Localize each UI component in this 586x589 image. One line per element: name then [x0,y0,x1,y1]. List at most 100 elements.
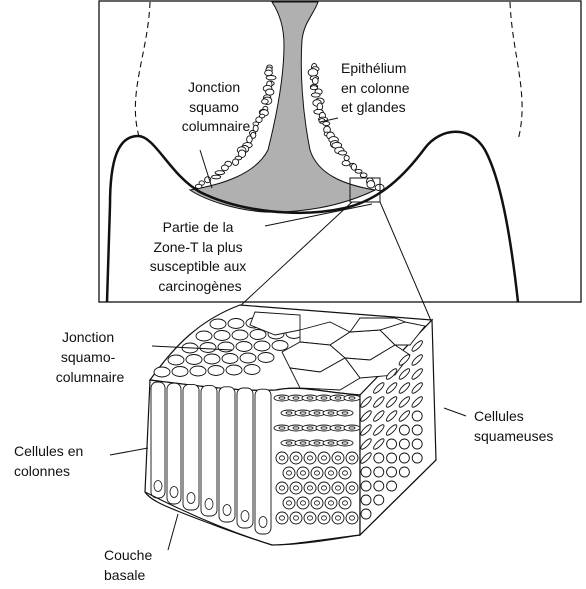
gland [215,171,225,175]
columnar-cell-top [186,355,202,365]
leader-columnar [110,448,148,455]
squamous-cell-nucleus [350,486,355,490]
gland [367,181,375,188]
gland [262,99,269,104]
gland [247,136,253,143]
leader-squamous [444,408,466,416]
squamous-cell-nucleus [315,501,320,505]
squamous-cell-nucleus [322,516,327,520]
squamous-cell-nucleus [314,412,320,414]
columnar-cell [201,386,217,516]
squamous-side-cell [399,453,409,463]
top-panel: Jonction squamo columnaire Epithélium en… [99,1,581,302]
squamous-cell-nucleus [300,412,306,414]
columnar-cell-top [196,331,212,341]
squamous-cell-nucleus [280,456,285,460]
label-sq-junction-top: Jonction squamo columnaire [182,79,251,134]
squamous-side-cell [387,439,397,449]
columnar-cell-nucleus [259,517,267,528]
columnar-cell-top [210,319,226,329]
squamous-cell-nucleus [343,471,348,475]
label-basal: Couche basale [104,547,156,583]
columnar-cell-top [250,330,266,340]
gland [312,78,318,85]
squamous-side-cell [387,467,397,477]
squamous-cell-nucleus [321,427,327,429]
squamous-cell-nucleus [308,456,313,460]
squamous-side-cell [374,453,384,463]
squamous-cell-nucleus [342,442,348,444]
gland [195,184,202,188]
columnar-cell [219,387,235,522]
squamous-side-cell [361,481,371,491]
squamous-side-cell [374,481,384,491]
squamous-side-cell [399,439,409,449]
squamous-cell-nucleus [314,442,320,444]
squamous-cell-nucleus [279,427,285,429]
columnar-cell-top [226,365,242,375]
squamous-cell-nucleus [322,486,327,490]
squamous-cell-nucleus [350,456,355,460]
gland [212,175,221,179]
label-epithelium: Epithélium en colonne et glandes [341,60,413,115]
gland [351,164,356,171]
columnar-cell-top [240,353,256,363]
columnar-cell [237,388,253,528]
squamous-cell-nucleus [279,397,285,399]
squamous-cell-nucleus [280,486,285,490]
columnar-cell-top [204,354,220,364]
columnar-cell [167,383,181,504]
squamous-side-cell [412,425,422,435]
gland [311,93,320,97]
squamous-side-cell [374,495,384,505]
gland [308,69,318,76]
columnar-cell-nucleus [170,487,178,498]
gland [266,76,276,80]
squamous-cell-nucleus [308,516,313,520]
squamous-cell-nucleus [294,516,299,520]
squamous-cell-nucleus [336,486,341,490]
squamous-side-cell [361,495,371,505]
gland [344,155,349,160]
squamous-side-cell [412,453,422,463]
columnar-cell-top [232,330,248,340]
squamous-side-cell [399,425,409,435]
squamous-cell-nucleus [301,501,306,505]
squamous-cell-nucleus [287,471,292,475]
columnar-cell-top [168,355,184,365]
squamous-cell-nucleus [294,456,299,460]
squamous-side-cell [412,411,422,421]
columnar-cell-nucleus [154,481,162,492]
squamous-cell-nucleus [329,471,334,475]
columnar-cell-top [244,365,260,375]
squamous-cell-nucleus [328,442,334,444]
columnar-cell-top [172,367,188,377]
squamous-cell-nucleus [336,456,341,460]
label-squamous: Cellules squameuses [474,408,553,444]
squamous-cell-nucleus [293,427,299,429]
gland [323,122,330,126]
columnar-cell-top [190,366,206,376]
leader-basal [168,514,178,550]
columnar-cell-nucleus [205,499,213,510]
squamous-side-cell [374,467,384,477]
squamous-cell-nucleus [307,397,313,399]
squamous-side-cell [399,467,409,477]
columnar-cell-top [222,354,238,364]
columnar-cell-top [236,342,252,352]
squamous-cell-nucleus [294,486,299,490]
squamous-cell-nucleus [329,501,334,505]
squamous-cell-nucleus [336,516,341,520]
gland [342,161,350,166]
squamous-cell-nucleus [307,427,313,429]
columnar-cell-nucleus [187,493,195,504]
squamous-cell-nucleus [328,412,334,414]
squamous-cell-nucleus [300,442,306,444]
label-sq-junction-bottom: Jonction squamo- columnaire [56,329,125,385]
squamous-cell-nucleus [350,516,355,520]
squamous-side-cell [361,467,371,477]
columnar-cell-top [254,341,270,351]
squamous-cell-nucleus [321,397,327,399]
